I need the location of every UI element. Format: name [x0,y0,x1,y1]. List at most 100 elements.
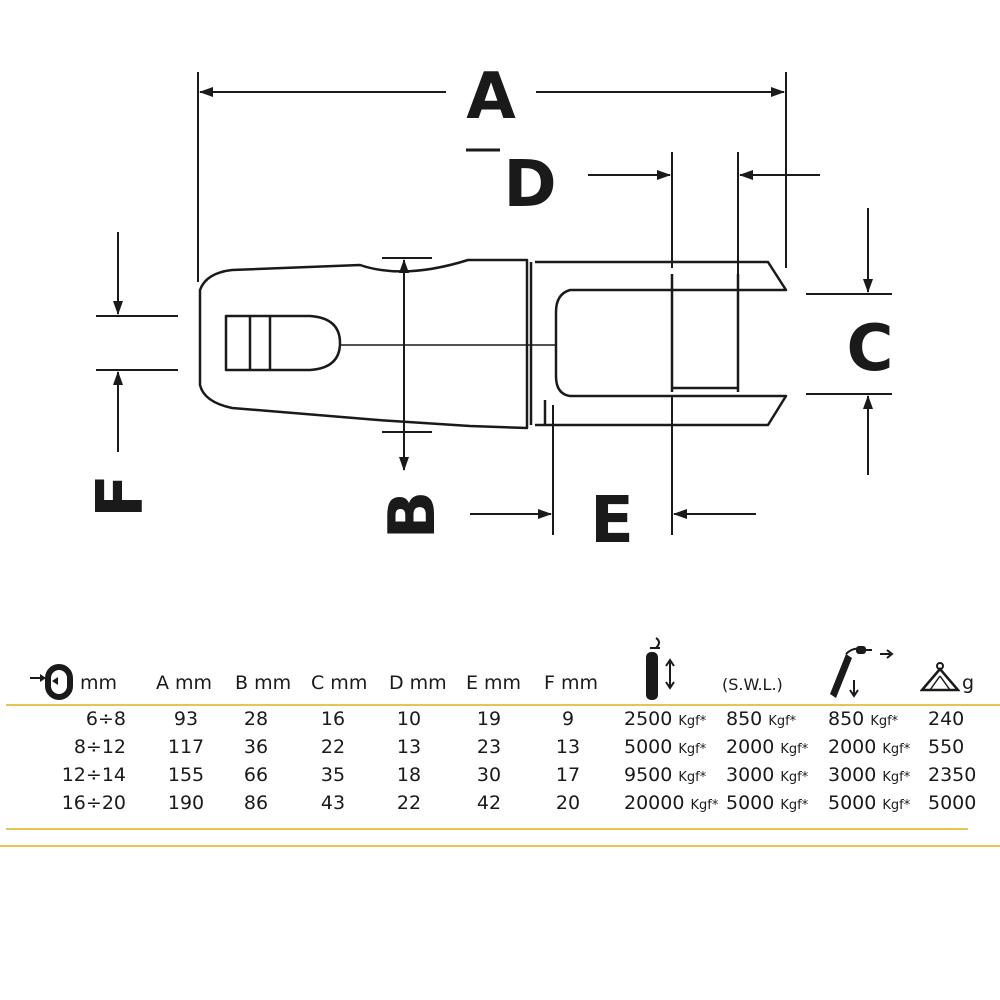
cell-value: 5000 [726,792,775,814]
cell-f: 13 [556,736,580,758]
dimension-label-c: C [847,312,894,386]
cell-weight: 2350 [928,764,976,786]
cell-chain: 8÷12 [74,736,126,758]
cell-c: 16 [321,708,345,730]
cell-value: 190 [167,792,205,814]
cell-value: 2000 [726,736,775,758]
cell-value: 6÷8 [85,708,126,730]
cell-value: 8÷12 [73,736,126,758]
cell-unit: Kgf* [882,742,911,757]
cell-value: 3000 [828,764,877,786]
header-f: F mm [544,672,598,694]
cell-value: 66 [243,764,269,786]
cell-a: 155 [168,764,204,786]
cell-value: 12÷14 [61,764,126,786]
header-swl: (S.W.L.) [722,675,783,694]
cell-value: 35 [320,764,346,786]
cell-angled: 2000 Kgf* [828,736,910,758]
cell-chain: 16÷20 [62,792,126,814]
cell-swl: 850 Kgf* [726,708,796,730]
cell-unit: Kgf* [780,798,809,813]
header-c: C mm [311,672,368,694]
cell-value: 9500 [624,764,673,786]
cell-d: 10 [397,708,421,730]
connector-outline [198,258,788,430]
weight-icon [920,662,960,692]
cell-unit: Kgf* [882,798,911,813]
cell-unit: Kgf* [780,770,809,785]
cell-value: 23 [476,736,502,758]
cell-value: 86 [243,792,269,814]
dimension-label-f: F [84,474,158,518]
cell-unit: Kgf* [678,742,707,757]
cell-d: 22 [397,792,421,814]
cell-unit: Kgf* [780,742,809,757]
cell-value: 3000 [726,764,775,786]
cell-value: 36 [243,736,269,758]
cell-unit: Kgf* [678,770,707,785]
header-e: E mm [466,672,522,694]
cell-unit: Kgf* [768,714,797,729]
dimension-label-b: B [376,491,450,540]
cell-e: 19 [477,708,501,730]
cell-value: 22 [396,792,422,814]
cell-value: 5000 [624,736,673,758]
cell-value: 10 [396,708,422,730]
dimension-label-e: E [590,484,634,558]
cell-a: 93 [174,708,198,730]
cell-value: 117 [167,736,205,758]
cell-value: 240 [928,708,965,730]
connector-drawing: A D C E B F [84,60,894,558]
cell-f: 9 [562,708,574,730]
cell-value: 28 [243,708,269,730]
cell-angled: 850 Kgf* [828,708,898,730]
cell-break: 9500 Kgf* [624,764,706,786]
dimension-label-d: D [503,148,556,222]
cell-unit: Kgf* [882,770,911,785]
cell-swl: 2000 Kgf* [726,736,808,758]
cell-a: 190 [168,792,204,814]
cell-value: 18 [396,764,422,786]
table-divider [6,828,968,830]
header-d: D mm [389,672,447,694]
cell-value: 30 [476,764,502,786]
cell-value: 17 [555,764,581,786]
cell-e: 23 [477,736,501,758]
cell-b: 86 [244,792,268,814]
cell-value: 2500 [624,708,673,730]
cell-break: 2500 Kgf* [624,708,706,730]
header-chain: mm [80,672,118,694]
cell-weight: 550 [928,736,964,758]
cell-value: 20 [555,792,581,814]
cell-value: 850 [726,708,763,730]
cell-value: 13 [555,736,581,758]
cell-value: 2000 [828,736,877,758]
cell-value: 850 [828,708,865,730]
cell-break: 5000 Kgf* [624,736,706,758]
cell-value: 42 [476,792,502,814]
cell-value: 16 [320,708,346,730]
cell-angled: 5000 Kgf* [828,792,910,814]
cell-chain: 6÷8 [86,708,126,730]
cell-b: 28 [244,708,268,730]
spec-table: mm A mm B mm C mm D mm E mm F mm (S.W.L.… [0,630,1000,860]
chain-link-size-icon [30,664,73,700]
cell-break: 20000 Kgf* [624,792,718,814]
header-a: A mm [156,672,213,694]
cell-unit: Kgf* [870,714,899,729]
cell-value: 19 [476,708,502,730]
table-row: 12÷14 155 66 35 18 30 17 9500 Kgf* 3000 Kgf* 3000… [0,764,1000,792]
cell-unit: Kgf* [678,714,707,729]
vertical-load-icon [646,637,675,700]
cell-value: 9 [561,708,575,730]
cell-d: 13 [397,736,421,758]
cell-value: 22 [320,736,346,758]
cell-b: 36 [244,736,268,758]
cell-value: 20000 [624,792,685,814]
cell-value: 155 [167,764,205,786]
cell-value: 5000 [928,792,977,814]
cell-weight: 5000 [928,792,976,814]
cell-weight: 240 [928,708,964,730]
